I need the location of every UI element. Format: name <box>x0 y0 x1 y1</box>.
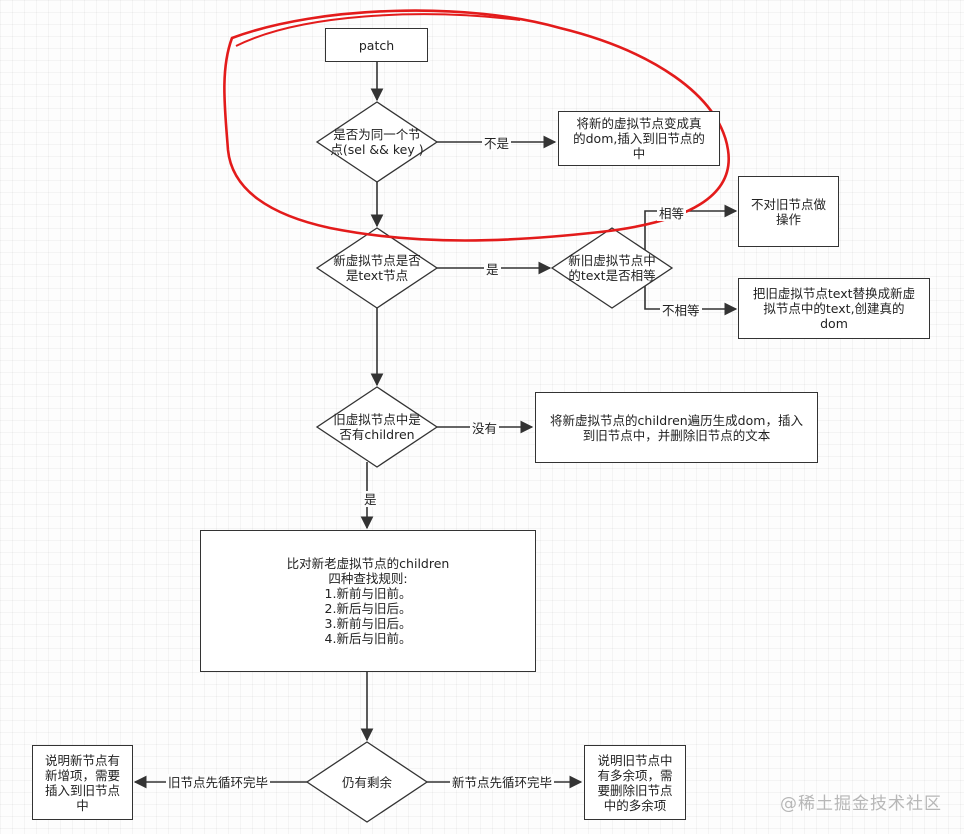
red-annotation-circle <box>223 9 731 242</box>
new-items-node: 说明新节点有 新增项，需要 插入到旧节点 中 <box>32 745 133 820</box>
edge-label-is-text: 是 <box>484 261 501 277</box>
remaining-question: 仍有剩余 <box>341 774 392 790</box>
diamond-remaining <box>305 741 429 823</box>
extra-items-node: 说明旧节点中 有多余项，需 要删除旧节点 中的多余项 <box>584 745 686 820</box>
has-children-question: 旧虚拟节点中是 否有children <box>333 412 421 442</box>
no-op-node: 不对旧节点做 操作 <box>738 176 839 247</box>
edge-equal-to-noop <box>644 204 738 250</box>
edge-label-new-first: 新节点先循环完毕 <box>450 774 555 790</box>
red-annotation-stroke <box>235 13 521 47</box>
is-text-question: 新虚拟节点是否 是text节点 <box>333 253 421 283</box>
edge-label-no-children: 没有 <box>470 420 500 436</box>
edge-equal-to-replace <box>644 286 738 316</box>
edge-label-not-equal: 不相等 <box>660 302 702 318</box>
patch-node: patch <box>325 28 428 62</box>
edge-label-old-first: 旧节点先循环完毕 <box>166 774 271 790</box>
compare-children-node: 比对新老虚拟节点的children 四种查找规则: 1.新前与旧前。 2.新后与… <box>200 530 536 672</box>
replace-text-node: 把旧虚拟节点text替换成新虚 拟节点中的text,创建真的 dom <box>738 278 930 339</box>
watermark: @稀土掘金技术社区 <box>780 794 942 814</box>
diamond-children <box>315 386 439 468</box>
create-insert-node: 将新的虚拟节点变成真 的dom,插入到旧节点的 中 <box>558 111 720 166</box>
same-node-question: 是否为同一个节 点(sel && key ) <box>330 127 424 157</box>
edge-label-equal: 相等 <box>657 205 687 221</box>
edge-label-has-children: 是 <box>362 491 379 507</box>
diamond-text-equal <box>550 227 674 309</box>
traverse-children-node: 将新虚拟节点的children遍历生成dom，插入 到旧节点中，并删除旧节点的文… <box>535 392 818 463</box>
text-equal-question: 新旧虚拟节点中 的text是否相等 <box>568 253 656 283</box>
edge-label-not-same: 不是 <box>482 135 512 151</box>
